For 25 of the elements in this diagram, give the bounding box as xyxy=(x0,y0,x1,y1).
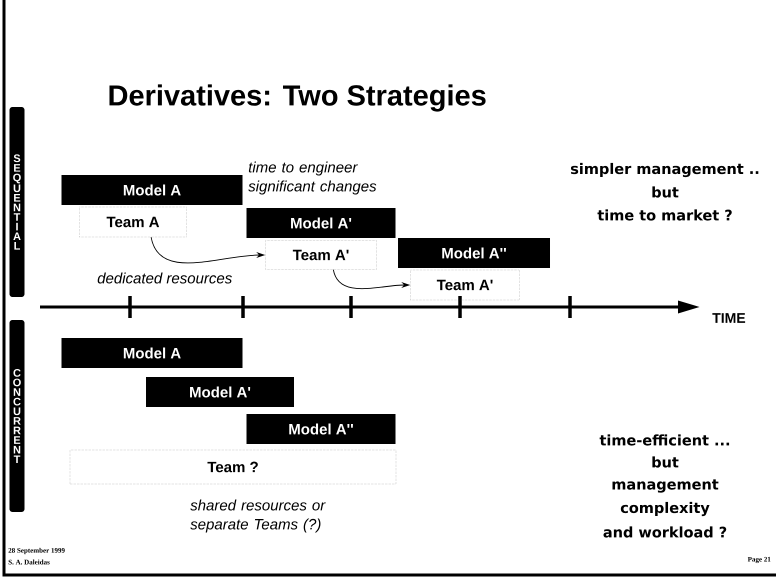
note-text: but xyxy=(652,456,678,468)
model-bar: Model A xyxy=(62,175,242,205)
team-box: Team A' xyxy=(265,240,377,270)
note-text: dedicated resources xyxy=(98,272,232,284)
note-text: and workload ? xyxy=(604,526,726,538)
note-text: simpler management .. xyxy=(570,162,758,178)
note-text: but xyxy=(652,186,678,198)
title: Derivatives: Two Strategies xyxy=(109,84,486,112)
team-box: Team ? xyxy=(70,450,396,484)
model-bar: Model A'' xyxy=(246,414,396,444)
team-box: Team A xyxy=(79,206,187,238)
model-bar: Model A' xyxy=(246,208,396,238)
note-text: time-efficient ... xyxy=(600,434,730,446)
note-text: shared resources or separate Teams (?) xyxy=(190,500,326,532)
note-text: complexity xyxy=(620,502,710,516)
team-box: Team A' xyxy=(410,270,520,300)
axis-label: TIME xyxy=(712,313,746,323)
model-bar: Model A'' xyxy=(398,238,550,268)
model-bar: Model A' xyxy=(146,377,294,407)
note-text: time to engineer significant changes xyxy=(248,162,376,194)
note-text: management xyxy=(612,479,718,493)
model-bar: Model A xyxy=(62,338,242,368)
side-label: CONCURRENT xyxy=(10,320,24,512)
side-label: SEQUENTIAL xyxy=(10,107,24,297)
note-text: time to market ? xyxy=(598,209,732,221)
